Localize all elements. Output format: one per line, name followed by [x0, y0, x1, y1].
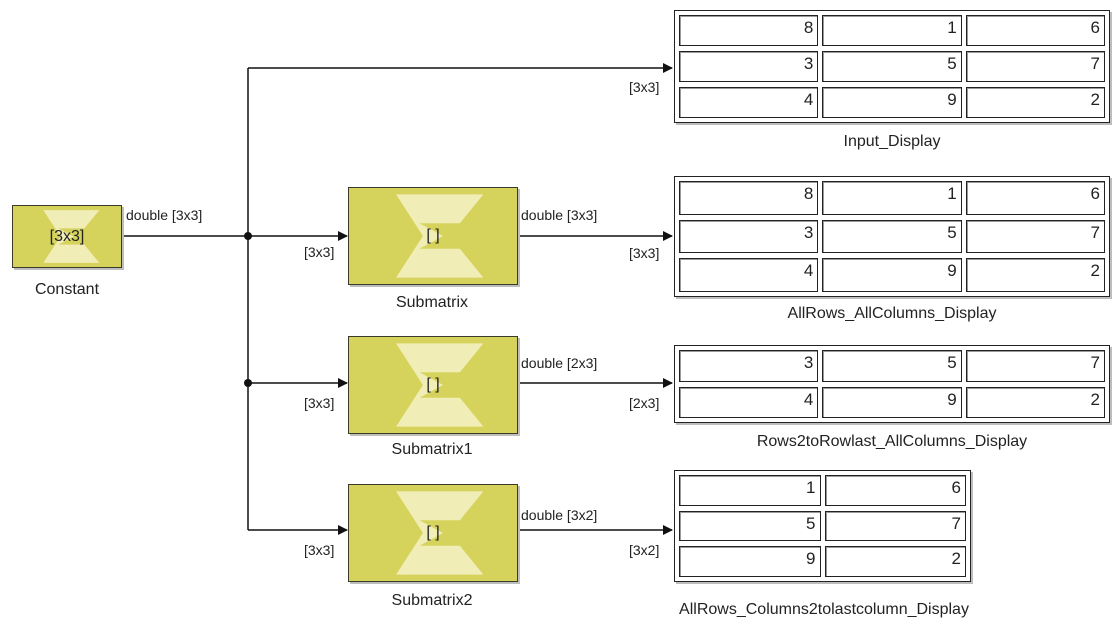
submatrix2-block[interactable]: [ ] — [348, 484, 518, 582]
display-cell: 2 — [965, 87, 1105, 118]
submatrix-output-signal: double [3x3] — [521, 207, 598, 223]
sigma-logo-icon — [396, 194, 484, 278]
display-cell: 4 — [679, 87, 819, 118]
submatrix-input-dim: [3x3] — [304, 244, 335, 260]
submatrix1-caption: Submatrix1 — [391, 441, 473, 458]
submatrix1-block[interactable]: [ ] — [348, 336, 518, 434]
submatrix1-block-label: [ ] — [426, 376, 440, 393]
branch-point — [244, 379, 252, 387]
rows2-allcolumns-display-dim: [2x3] — [629, 395, 660, 411]
display-cell: 8 — [679, 181, 819, 215]
display-cell: 7 — [965, 51, 1105, 82]
display-cell: 8 — [679, 15, 819, 46]
allrows-columns2-display-caption: AllRows_Columns2tolastcolumn_Display — [679, 601, 969, 618]
display-cell: 5 — [822, 350, 962, 382]
display-cell: 9 — [822, 386, 962, 418]
display-cell: 5 — [679, 510, 821, 542]
display-cell: 2 — [965, 386, 1105, 418]
display-cell: 3 — [679, 51, 819, 82]
display-cell: 7 — [965, 219, 1105, 254]
display-cell: 9 — [822, 258, 962, 292]
display-cell: 5 — [822, 219, 962, 254]
display-grid: 1 6 5 7 9 2 — [679, 475, 966, 577]
display-cell: 2 — [965, 258, 1105, 292]
constant-signal-label: double [3x3] — [126, 207, 203, 223]
display-cell: 2 — [824, 546, 966, 577]
display-cell: 7 — [965, 350, 1105, 382]
input-display-dim: [3x3] — [629, 79, 660, 95]
submatrix-block-label: [ ] — [426, 227, 440, 244]
submatrix2-block-label: [ ] — [426, 524, 440, 541]
allrows-allcolumns-display-dim: [3x3] — [629, 245, 660, 261]
display-cell: 3 — [679, 350, 819, 382]
sigma-logo-icon — [43, 210, 100, 263]
submatrix-block[interactable]: [ ] — [348, 187, 518, 285]
display-cell: 3 — [679, 219, 819, 254]
branch-point — [244, 232, 252, 240]
display-cell: 6 — [965, 15, 1105, 46]
constant-value-label: [3x3] — [49, 227, 85, 245]
input-display-caption: Input_Display — [843, 133, 941, 150]
allrows-columns2-display-dim: [3x2] — [629, 542, 660, 558]
submatrix2-output-signal: double [3x2] — [521, 507, 598, 523]
display-cell: 1 — [822, 181, 962, 215]
submatrix1-output-signal: double [2x3] — [521, 355, 598, 371]
sigma-logo-icon — [396, 343, 484, 427]
display-grid: 3 5 7 4 9 2 — [679, 350, 1105, 418]
display-cell: 4 — [679, 386, 819, 418]
allrows-allcolumns-display-block[interactable]: 8 1 6 3 5 7 4 9 2 — [674, 176, 1110, 297]
submatrix2-caption: Submatrix2 — [391, 592, 473, 609]
display-cell: 1 — [679, 475, 821, 506]
constant-caption: Constant — [34, 281, 100, 298]
display-cell: 1 — [822, 15, 962, 46]
allrows-columns2-display-block[interactable]: 1 6 5 7 9 2 — [674, 470, 971, 582]
display-cell: 6 — [824, 475, 966, 506]
display-cell: 9 — [679, 546, 821, 577]
display-cell: 4 — [679, 258, 819, 292]
display-grid: 8 1 6 3 5 7 4 9 2 — [679, 181, 1105, 292]
input-display-block[interactable]: 8 1 6 3 5 7 4 9 2 — [674, 10, 1110, 123]
display-cell: 6 — [965, 181, 1105, 215]
submatrix2-input-dim: [3x3] — [304, 542, 335, 558]
allrows-allcolumns-display-caption: AllRows_AllColumns_Display — [787, 305, 997, 322]
constant-block[interactable]: [3x3] — [12, 205, 122, 268]
display-cell: 5 — [822, 51, 962, 82]
rows2-allcolumns-display-block[interactable]: 3 5 7 4 9 2 — [674, 345, 1110, 423]
submatrix-caption: Submatrix — [395, 294, 469, 311]
display-cell: 7 — [824, 510, 966, 542]
display-grid: 8 1 6 3 5 7 4 9 2 — [679, 15, 1105, 118]
sigma-logo-icon — [396, 491, 484, 575]
rows2-allcolumns-display-caption: Rows2toRowlast_AllColumns_Display — [756, 433, 1028, 450]
submatrix1-input-dim: [3x3] — [304, 395, 335, 411]
display-cell: 9 — [822, 87, 962, 118]
